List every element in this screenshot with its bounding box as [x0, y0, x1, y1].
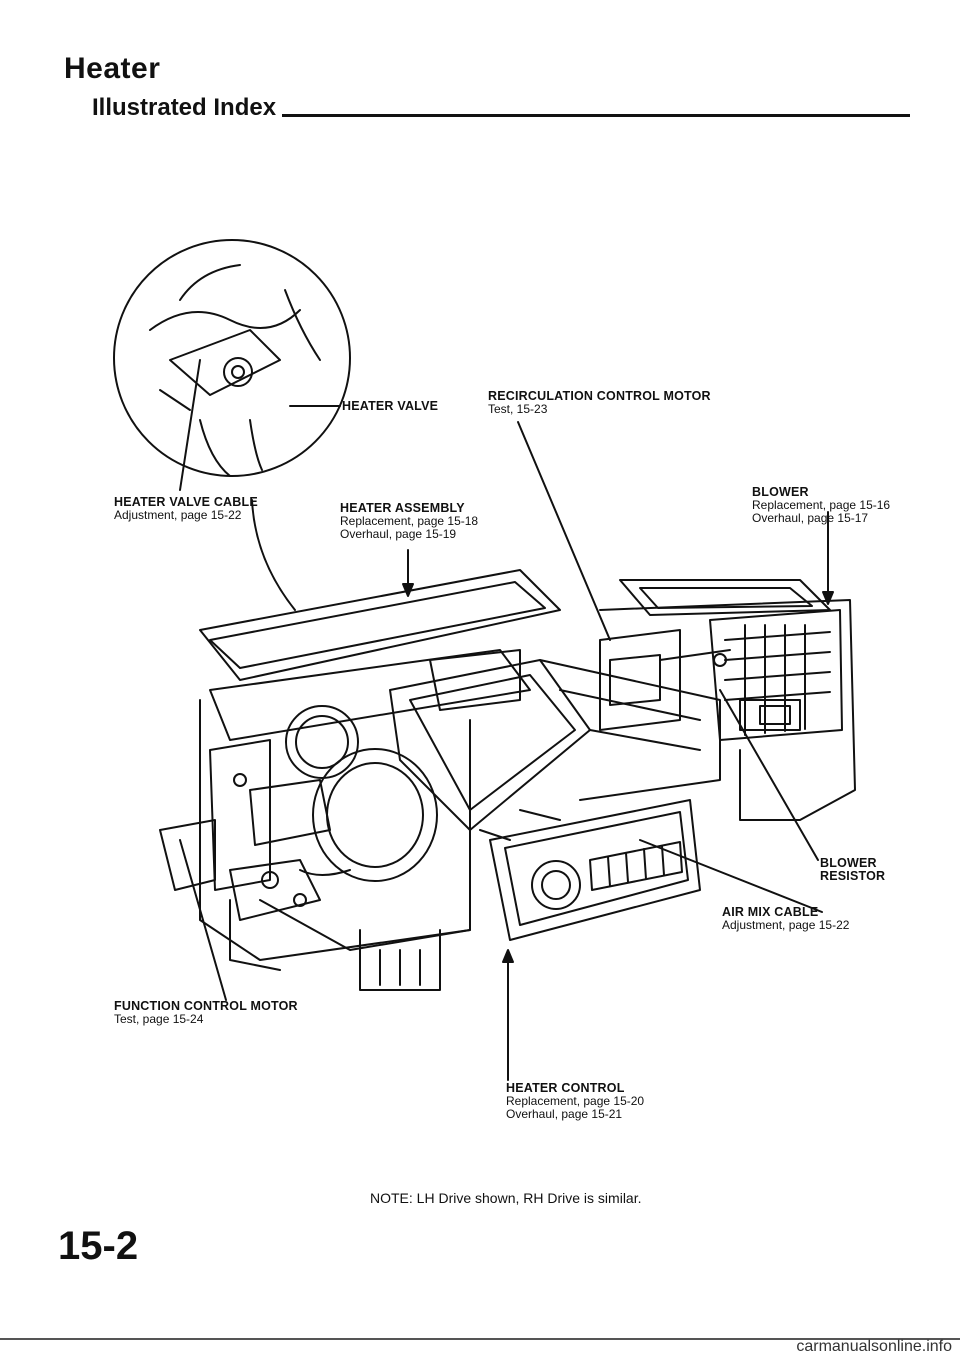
- callout-heater-assembly: HEATER ASSEMBLY Replacement, page 15-18 …: [340, 502, 478, 541]
- arrow-heater-control: [502, 949, 514, 963]
- blower-resistor-label-line1: BLOWER: [820, 856, 877, 870]
- blower-label: BLOWER: [752, 485, 809, 499]
- callout-air-mix-cable: AIR MIX CABLE Adjustment, page 15-22: [722, 906, 849, 932]
- heater-control-drawing: [479, 799, 701, 941]
- leader-air-mix-cable: [639, 839, 823, 913]
- callout-blower: BLOWER Replacement, page 15-16 Overhaul,…: [752, 486, 890, 525]
- callout-heater-valve-cable: HEATER VALVE CABLE Adjustment, page 15-2…: [114, 496, 258, 522]
- callout-heater-valve: HEATER VALVE: [342, 400, 438, 413]
- section-subtitle: Illustrated Index: [92, 94, 277, 121]
- arrow-blower: [822, 591, 834, 605]
- recirc-motor-label: RECIRCULATION CONTROL MOTOR: [488, 389, 711, 403]
- heater-valve-label: HEATER VALVE: [342, 399, 439, 413]
- heater-control-replacement-ref: Replacement, page 15-20: [506, 1094, 645, 1108]
- footer-rule: [0, 1338, 960, 1340]
- blower-overhaul-ref: Overhaul, page 15-17: [752, 511, 869, 525]
- heater-assembly-overhaul-ref: Overhaul, page 15-19: [340, 527, 457, 541]
- header-rule: [282, 114, 910, 117]
- callout-recirculation-control-motor: RECIRCULATION CONTROL MOTOR Test, 15-23: [488, 390, 711, 416]
- duct-drawing: [539, 659, 721, 801]
- leader-function-motor: [179, 839, 227, 1001]
- callout-heater-control: HEATER CONTROL Replacement, page 15-20 O…: [506, 1082, 644, 1121]
- leader-valve-cable-a: [179, 359, 201, 491]
- callout-blower-resistor: BLOWER RESISTOR: [820, 857, 885, 883]
- blower-replacement-ref: Replacement, page 15-16: [752, 498, 891, 512]
- leader-recirc-motor: [517, 421, 611, 641]
- air-mix-cable-label: AIR MIX CABLE: [722, 905, 819, 919]
- blower-unit-drawing: [599, 579, 856, 821]
- leader-blower-resistor: [719, 689, 819, 861]
- heater-control-label: HEATER CONTROL: [506, 1081, 625, 1095]
- heater-valve-cable-label: HEATER VALVE CABLE: [114, 495, 258, 509]
- blower-resistor-label-line2: RESISTOR: [820, 869, 886, 883]
- function-motor-test-ref: Test, page 15-24: [114, 1012, 204, 1026]
- heater-assembly-replacement-ref: Replacement, page 15-18: [340, 514, 479, 528]
- heater-valve-cable-adjustment-ref: Adjustment, page 15-22: [114, 508, 242, 522]
- heater-valve-detail-inset: [113, 239, 351, 477]
- function-motor-label: FUNCTION CONTROL MOTOR: [114, 999, 298, 1013]
- heater-assembly-label: HEATER ASSEMBLY: [340, 501, 465, 515]
- recirc-motor-test-ref: Test, 15-23: [488, 402, 548, 416]
- watermark-text: carmanualsonline.info: [796, 1338, 952, 1355]
- drive-note: NOTE: LH Drive shown, RH Drive is simila…: [370, 1190, 642, 1206]
- air-mix-cable-adjustment-ref: Adjustment, page 15-22: [722, 918, 850, 932]
- leader-valve-cable-b: [251, 499, 296, 611]
- page-title: Heater: [64, 52, 161, 85]
- callout-function-control-motor: FUNCTION CONTROL MOTOR Test, page 15-24: [114, 1000, 298, 1026]
- page-number: 15-2: [58, 1224, 139, 1268]
- heater-control-overhaul-ref: Overhaul, page 15-21: [506, 1107, 623, 1121]
- heater-assembly-drawing: [159, 569, 591, 991]
